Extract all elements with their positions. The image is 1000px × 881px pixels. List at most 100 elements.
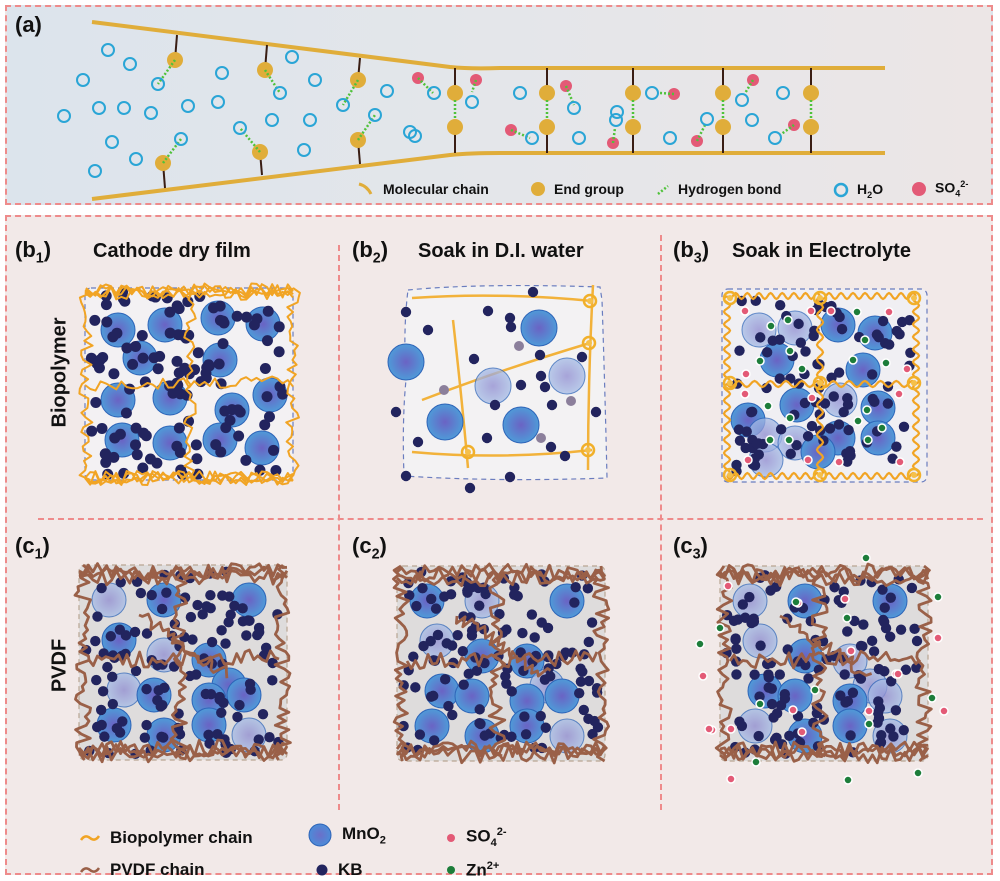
crosslink-core <box>817 295 823 301</box>
kb-particle <box>583 636 595 648</box>
kb-particle <box>785 448 796 460</box>
kb-particle <box>793 318 804 330</box>
sulfate-ion <box>893 669 903 679</box>
crosslink-knot <box>581 335 597 351</box>
kb-particle <box>819 398 831 409</box>
sulfate-ion <box>806 306 816 316</box>
sulfate-ion <box>740 389 750 399</box>
kb-particle <box>803 673 814 684</box>
legend-label: Biopolymer chain <box>110 828 253 847</box>
water-molecule <box>285 50 299 64</box>
crosslink-knot <box>722 290 738 306</box>
water-molecule <box>645 86 659 100</box>
zinc-ion <box>842 613 852 623</box>
kb-particle <box>515 647 526 658</box>
lower-molecular-chain <box>91 151 885 201</box>
kb-particle <box>494 608 505 620</box>
biopolymer-chain <box>722 295 732 385</box>
kb-particle <box>210 439 222 451</box>
kb-particle <box>156 603 168 615</box>
kb-particle <box>223 617 234 628</box>
kb-particle <box>887 453 898 464</box>
panel-b1-label: (b1) <box>15 237 52 267</box>
sulfate-ion <box>704 724 714 734</box>
kb-particle <box>261 391 273 403</box>
dissolved-particle <box>536 433 546 443</box>
kb-particle <box>241 630 252 641</box>
crosslink-core <box>585 447 591 453</box>
kb-particle <box>736 720 748 732</box>
kb-particle <box>782 644 793 655</box>
polymer-chain <box>78 565 288 584</box>
kb-particle <box>153 685 164 696</box>
sulfate-ion <box>894 389 904 399</box>
kb-particle <box>474 717 485 729</box>
kb-particle <box>417 582 428 594</box>
water-molecule <box>735 93 749 107</box>
polymer-chain <box>84 375 294 392</box>
column-divider <box>660 235 662 810</box>
crosslink-knot <box>906 290 922 306</box>
sulfate-ion <box>939 706 949 716</box>
kb-particle <box>206 636 218 648</box>
kb-particle <box>885 676 897 687</box>
kb-particle <box>95 704 107 716</box>
kb-particle <box>262 305 274 317</box>
kb-particle <box>527 286 539 298</box>
kb-particle <box>148 352 160 364</box>
kb-particle <box>858 619 869 630</box>
crosslink-core <box>465 449 471 455</box>
legend-label: SO42- <box>935 179 969 199</box>
water-molecule <box>117 101 131 115</box>
kb-particle <box>888 731 899 742</box>
kb-particle <box>136 330 148 342</box>
water-molecule <box>123 57 137 71</box>
kb-particle <box>146 589 157 601</box>
zinc-ion <box>765 435 775 445</box>
sulfate-ion <box>741 369 751 379</box>
kb-particle <box>746 406 757 418</box>
legend-item-biopolymer-chain: Biopolymer chain <box>79 828 253 848</box>
kb-particle <box>842 393 853 404</box>
kb-particle <box>430 603 442 614</box>
polymer-chain <box>78 287 94 481</box>
kb-particle <box>414 729 426 740</box>
mno2-particle <box>387 343 425 381</box>
kb-particle <box>535 370 547 382</box>
legend-label: MnO2 <box>342 823 386 847</box>
upper-molecular-chain <box>91 20 885 71</box>
kb-particle <box>882 398 894 409</box>
kb-particle <box>197 609 208 620</box>
kb-particle <box>753 730 764 742</box>
water-molecule <box>265 113 279 127</box>
zinc-ion <box>763 401 773 411</box>
legend-item-so4: SO42- <box>446 826 507 849</box>
polymer-chain <box>719 566 930 585</box>
kb-particle <box>576 351 588 363</box>
water-molecule <box>233 121 247 135</box>
kb-particle <box>248 319 260 331</box>
kb-particle <box>824 423 836 434</box>
kb-particle <box>190 669 202 680</box>
legend-label: Hydrogen bond <box>678 181 782 197</box>
kb-particle <box>90 396 102 408</box>
kb-particle <box>173 422 185 434</box>
kb-particle <box>829 582 840 593</box>
kb-particle <box>884 631 896 642</box>
kb-particle <box>217 590 228 601</box>
kb-particle <box>879 602 890 613</box>
polymer-chain <box>78 567 289 587</box>
kb-particle <box>463 668 474 680</box>
kb-particle <box>586 617 598 628</box>
kb-particle <box>135 587 147 599</box>
sulfate-ion <box>807 393 817 403</box>
hydrogen-bond <box>263 69 282 94</box>
kb-particle <box>526 609 538 620</box>
kb-particle <box>129 626 141 638</box>
zinc-ion <box>751 757 761 767</box>
kb-particle <box>840 697 851 708</box>
pvdf-chain-icon <box>79 867 101 873</box>
kb-particle <box>155 701 166 712</box>
water-molecule <box>308 73 322 87</box>
